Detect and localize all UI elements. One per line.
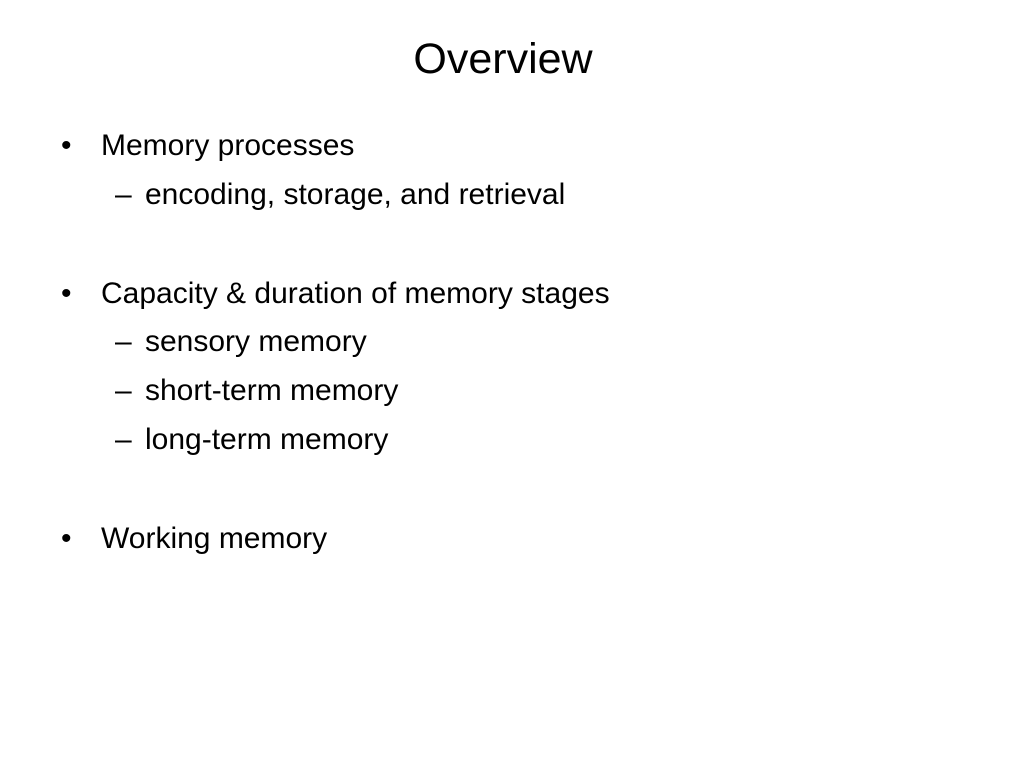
bullet-marker: •: [61, 129, 72, 162]
sub-bullet-marker: –: [115, 423, 132, 456]
bullet-text: Capacity & duration of memory stages: [101, 277, 610, 310]
slide-title: Overview: [413, 35, 593, 83]
sub-bullet-text: sensory memory: [145, 325, 367, 358]
sub-bullet-marker: –: [115, 325, 132, 358]
sub-bullet-text: encoding, storage, and retrieval: [145, 178, 566, 211]
bullet-marker: •: [61, 277, 72, 310]
bullet-text: Memory processes: [101, 129, 355, 162]
sub-bullet-marker: –: [115, 178, 132, 211]
sub-bullet-text: short-term memory: [145, 374, 399, 407]
sub-bullet-text: long-term memory: [145, 423, 389, 456]
sub-bullet-marker: –: [115, 374, 132, 407]
bullet-text: Working memory: [101, 522, 328, 555]
bullet-marker: •: [61, 522, 72, 555]
